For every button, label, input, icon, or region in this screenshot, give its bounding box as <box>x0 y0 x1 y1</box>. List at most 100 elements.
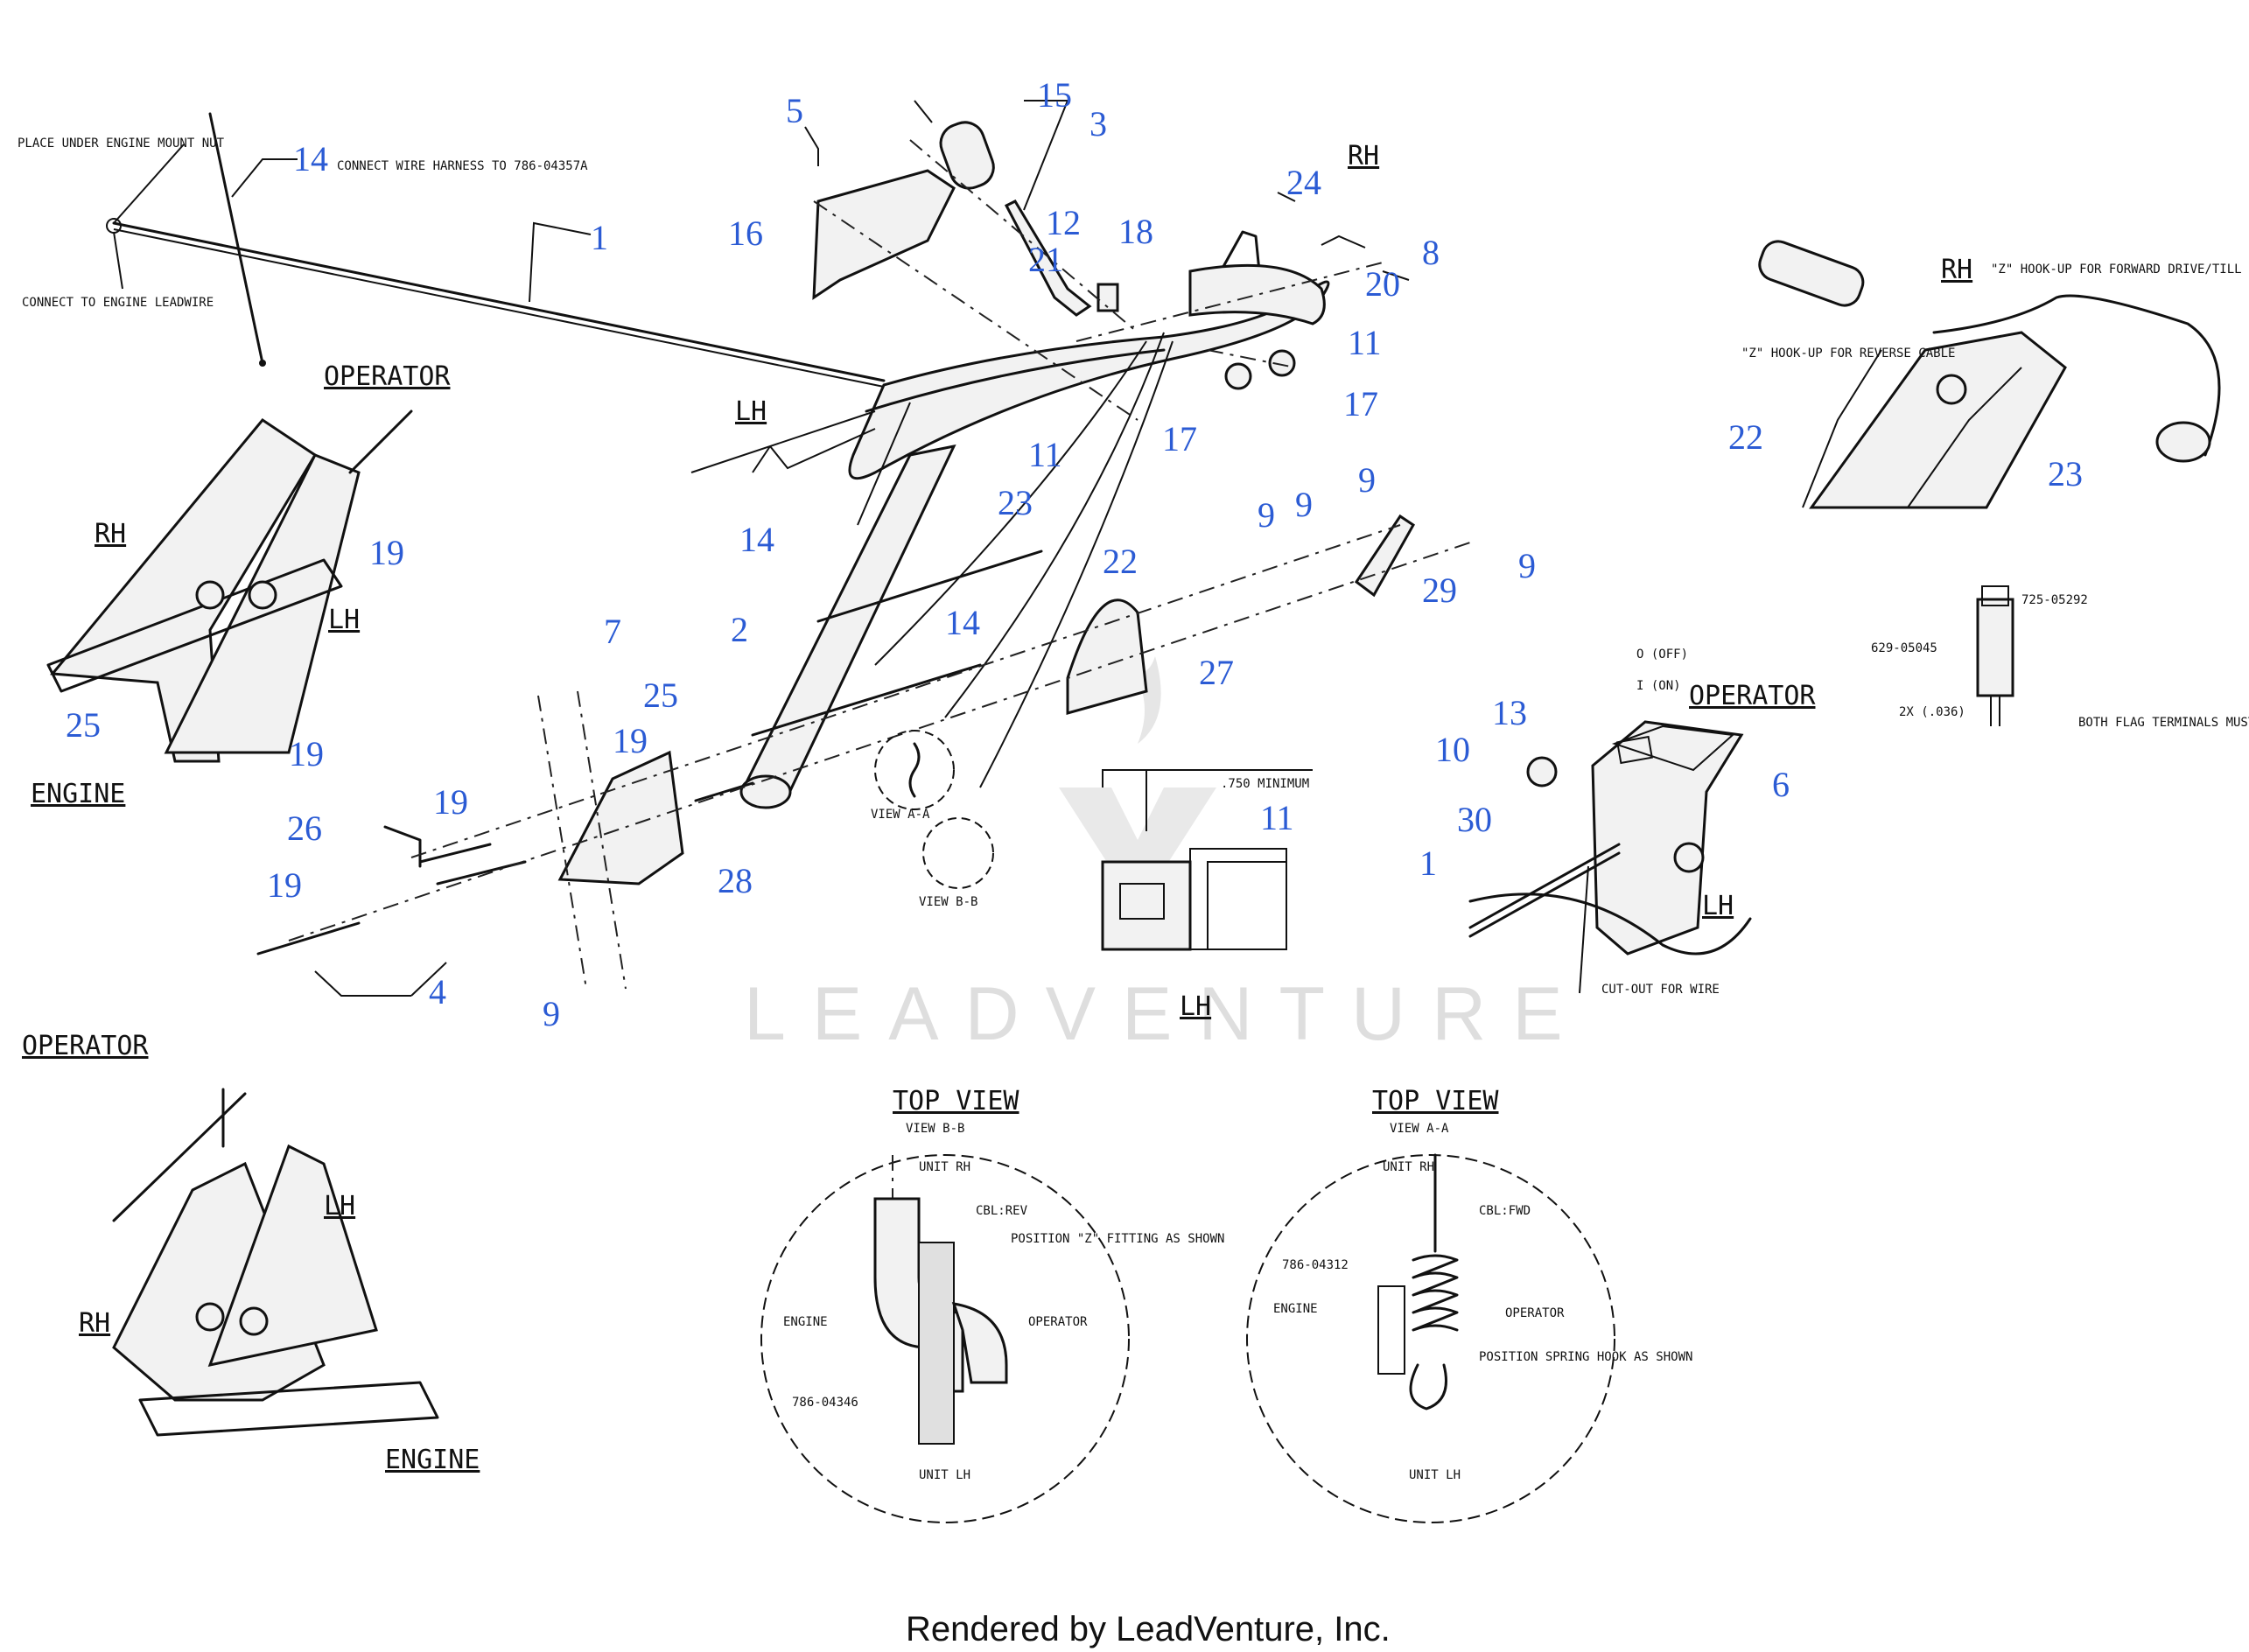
callout-21: 21 <box>1028 240 1063 279</box>
callout-14-c: 14 <box>945 603 980 642</box>
callout-9-c: 9 <box>1518 546 1536 585</box>
control-lever <box>1004 200 1119 317</box>
switch-detail-small <box>1101 769 1313 951</box>
callout-1-b: 1 <box>1419 844 1437 883</box>
label-rh-topright: RH <box>1941 255 1972 285</box>
callout-5: 5 <box>786 91 803 130</box>
view-a-label: VIEW A-A <box>871 808 930 822</box>
callout-29: 29 <box>1422 570 1457 610</box>
label-engine-top: ENGINE <box>31 779 125 809</box>
callout-22-b: 22 <box>1728 417 1763 457</box>
label-lh-bottom: LH <box>324 1191 355 1222</box>
callout-24: 24 <box>1286 163 1321 202</box>
label-operator-top: OPERATOR <box>324 361 451 392</box>
view-circles <box>874 730 994 889</box>
label-rh-top: RH <box>95 519 126 550</box>
grip <box>939 121 995 190</box>
watermark-logo <box>1059 656 1216 910</box>
callout-15: 15 <box>1037 75 1072 115</box>
label-lh-switch: LH <box>1180 991 1211 1022</box>
watermark-text: LEADVENTURE <box>744 972 1589 1056</box>
note-cutout: CUT-OUT FOR WIRE <box>1601 983 1720 997</box>
switch-off-label: O (OFF) <box>1636 648 1688 662</box>
handle-top-right <box>1758 240 2221 509</box>
callout-leaders <box>231 100 1410 997</box>
callout-27: 27 <box>1199 653 1234 692</box>
pn-629: 629-05045 <box>1871 641 1937 655</box>
label-lh-top: LH <box>328 605 360 635</box>
top-view-a-unit-rh: UNIT RH <box>1383 1160 1434 1174</box>
label-rh-bottom: RH <box>79 1308 110 1339</box>
callout-20: 20 <box>1365 264 1400 304</box>
callout-19-e: 19 <box>613 721 648 760</box>
label-rh-center: RH <box>1348 141 1379 172</box>
top-view-b-unit-lh: UNIT LH <box>919 1468 970 1482</box>
note-flag: BOTH FLAG TERMINALS MUST BE ASSEMBLED TO… <box>2078 716 2249 730</box>
top-view-a-pn: 786-04312 <box>1282 1258 1349 1272</box>
top-view-a-operator: OPERATOR <box>1505 1306 1565 1320</box>
note-connect-engine: CONNECT TO ENGINE LEADWIRE <box>22 296 214 310</box>
callout-14-a: 14 <box>293 139 328 178</box>
callout-7: 7 <box>604 612 621 651</box>
top-view-b-sub: VIEW B-B <box>906 1122 964 1136</box>
footer-credit: Rendered by LeadVenture, Inc. <box>906 1610 1391 1648</box>
assembly-lines <box>288 139 1471 990</box>
top-view-a-unit-lh: UNIT LH <box>1409 1468 1461 1482</box>
callout-19-d: 19 <box>267 865 302 905</box>
label-operator-bottom: OPERATOR <box>22 1031 149 1061</box>
callout-1-a: 1 <box>591 218 608 257</box>
top-view-b-title: TOP VIEW <box>893 1086 1019 1116</box>
top-view-b-circle <box>760 1154 1130 1523</box>
left-bracket-upper <box>46 410 413 763</box>
top-view-b-cbl: CBL:REV <box>976 1204 1028 1218</box>
top-view-a-engine: ENGINE <box>1273 1302 1318 1316</box>
callout-11-b: 11 <box>1028 435 1062 474</box>
top-view-b-engine: ENGINE <box>783 1315 828 1329</box>
callout-23-b: 23 <box>2048 454 2083 494</box>
top-view-a-title: TOP VIEW <box>1372 1086 1499 1116</box>
pn-725: 725-05292 <box>2021 593 2088 607</box>
callout-11-c: 11 <box>1260 798 1294 837</box>
callout-14-b: 14 <box>739 520 774 559</box>
callout-2: 2 <box>731 610 748 649</box>
callout-28: 28 <box>718 861 753 900</box>
callout-25-a: 25 <box>66 705 101 745</box>
left-bracket-lower <box>112 1088 439 1437</box>
callout-25-b: 25 <box>643 676 678 715</box>
flag-terminal-detail <box>1976 585 2014 726</box>
note-750-min: .750 MINIMUM <box>1221 777 1309 791</box>
callout-6: 6 <box>1772 765 1790 804</box>
callout-8: 8 <box>1422 233 1440 272</box>
callout-26: 26 <box>287 808 322 848</box>
bracket <box>1188 230 1326 326</box>
callout-22-a: 22 <box>1103 542 1138 581</box>
callout-16: 16 <box>728 214 763 253</box>
top-view-a-circle <box>1246 1153 1615 1523</box>
label-engine-bottom: ENGINE <box>385 1445 480 1475</box>
callout-numbers: 1 1 2 3 4 5 6 7 8 9 9 9 9 9 10 11 11 11 … <box>66 75 2083 1033</box>
callout-17-a: 17 <box>1343 384 1378 424</box>
callout-12: 12 <box>1046 203 1081 242</box>
note-z-reverse: "Z" HOOK-UP FOR REVERSE CABLE <box>1741 346 1955 360</box>
top-view-a-sub: VIEW A-A <box>1390 1122 1449 1136</box>
callout-11-a: 11 <box>1348 323 1382 362</box>
callout-17-b: 17 <box>1162 419 1197 458</box>
label-operator-switch: OPERATOR <box>1689 681 1816 711</box>
callout-10: 10 <box>1435 730 1470 769</box>
callout-9-e: 9 <box>1295 485 1313 524</box>
callout-4: 4 <box>429 972 446 1012</box>
callout-30: 30 <box>1457 800 1492 839</box>
knob-b <box>1268 349 1296 377</box>
note-place-under: PLACE UNDER ENGINE MOUNT NUT <box>18 136 225 150</box>
callout-9-b: 9 <box>1258 495 1275 535</box>
top-view-b-unit-rh: UNIT RH <box>919 1160 970 1174</box>
knob-a <box>1224 362 1252 390</box>
view-b-label: VIEW B-B <box>919 895 977 909</box>
top-view-a-cbl: CBL:FWD <box>1479 1204 1531 1218</box>
handlebar-assembly <box>690 280 1330 809</box>
callout-13: 13 <box>1492 693 1527 732</box>
callout-23-a: 23 <box>998 483 1033 522</box>
callout-19-b: 19 <box>289 734 324 774</box>
top-view-b-pn: 786-04346 <box>792 1396 858 1410</box>
